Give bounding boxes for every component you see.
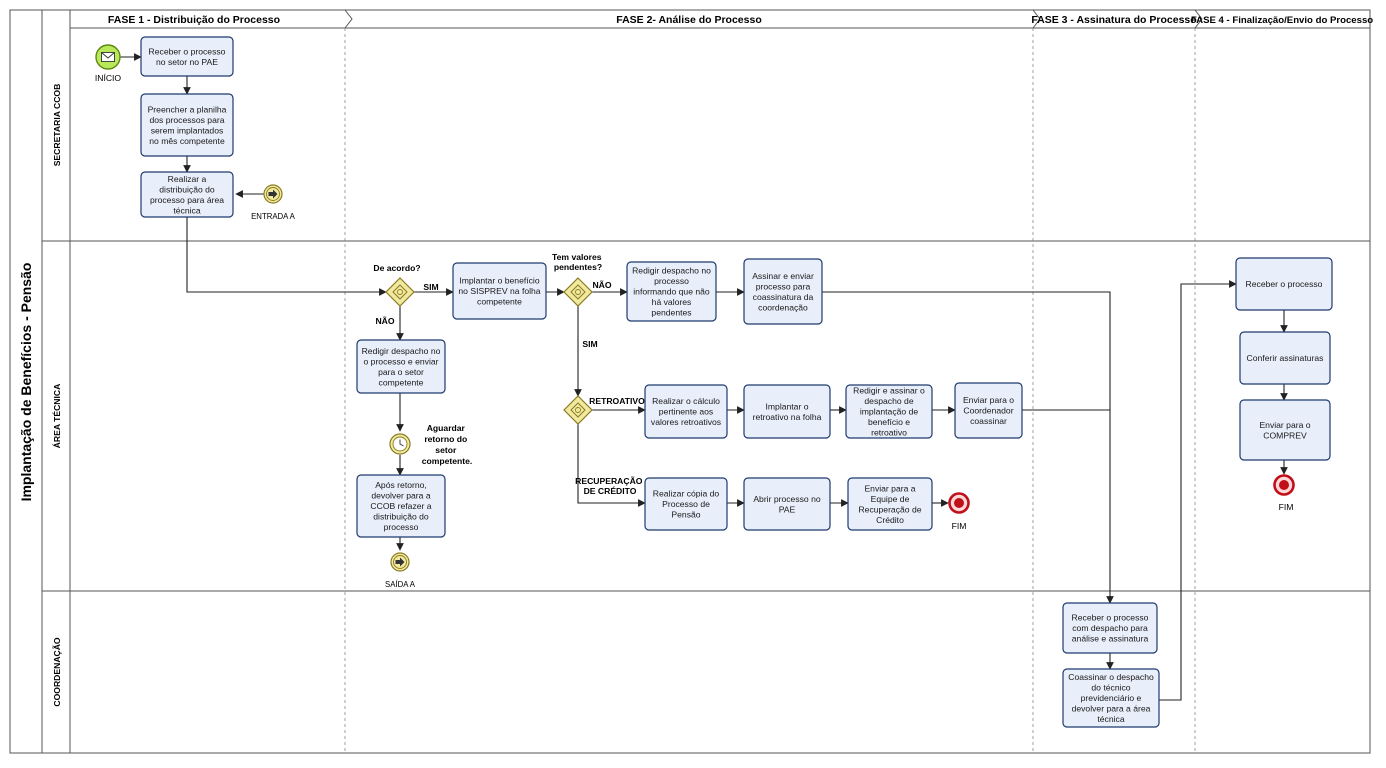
saida-a-label: SAÍDA A	[385, 580, 416, 589]
gateway-tipo-valor	[563, 395, 593, 425]
gateway-tem-valores	[563, 277, 593, 307]
flow-label-nao: NÃO	[592, 280, 611, 290]
phase-3-title: FASE 3 - Assinatura do Processo	[1031, 14, 1196, 26]
gateway-tem-valores-label: Tem valores pendentes?	[552, 252, 604, 272]
task-conferir: Conferir assinaturas	[1239, 331, 1331, 385]
flow-label-recuperacao: RECUPERAÇÃO DE CRÉDITO	[575, 476, 645, 496]
start-event-label: INÍCIO	[95, 73, 122, 83]
gateway-de-acordo	[385, 277, 415, 307]
end-event-fim	[948, 492, 970, 514]
envelope-icon	[101, 52, 115, 62]
gateway-de-acordo-label: De acordo?	[373, 263, 420, 273]
phase-separators	[344, 9, 1203, 753]
start-event-inicio	[95, 44, 121, 70]
link-event-saida-a	[390, 552, 410, 572]
pool-title: Implantação de Benefícios - Pensão	[18, 263, 34, 502]
entrada-a-label: ENTRADA A	[251, 212, 296, 221]
timer-label: Aguardar retorno do setor competente.	[422, 423, 473, 466]
link-event-entrada-a	[263, 184, 283, 204]
phase-1-title: FASE 1 - Distribuição do Processo	[108, 14, 280, 26]
flow-label-sim: SIM	[423, 282, 438, 292]
flow-label-nao: NÃO	[375, 316, 394, 326]
end-event-label: FIM	[952, 521, 967, 531]
timer-event	[389, 433, 411, 455]
link-arrow-icon	[268, 189, 278, 199]
sequence-flows	[120, 53, 1288, 701]
flow-label-retroativo: RETROATIVO	[589, 396, 645, 406]
task-label: Receber o processo	[1246, 279, 1323, 289]
pool	[9, 9, 1371, 754]
phase-4-title: FASE 4 - Finalização/Envio do Processo	[1191, 15, 1373, 26]
task-label: Conferir assinaturas	[1247, 353, 1324, 363]
lane-secretaria-ccob: SECRETARIA CCOB	[52, 84, 62, 167]
end-event-label: FIM	[1279, 502, 1294, 512]
link-arrow-icon	[395, 557, 405, 567]
task-receber-final: Receber o processo	[1235, 257, 1333, 311]
lane-coordenacao: COORDENAÇÃO	[52, 637, 62, 707]
end-event-fim	[1273, 474, 1295, 496]
lane-area-tecnica: ÁREA TÉCNICA	[52, 384, 62, 449]
phase-2-title: FASE 2- Análise do Processo	[616, 14, 762, 26]
clock-icon	[399, 439, 404, 447]
flow-label-sim: SIM	[582, 339, 597, 349]
